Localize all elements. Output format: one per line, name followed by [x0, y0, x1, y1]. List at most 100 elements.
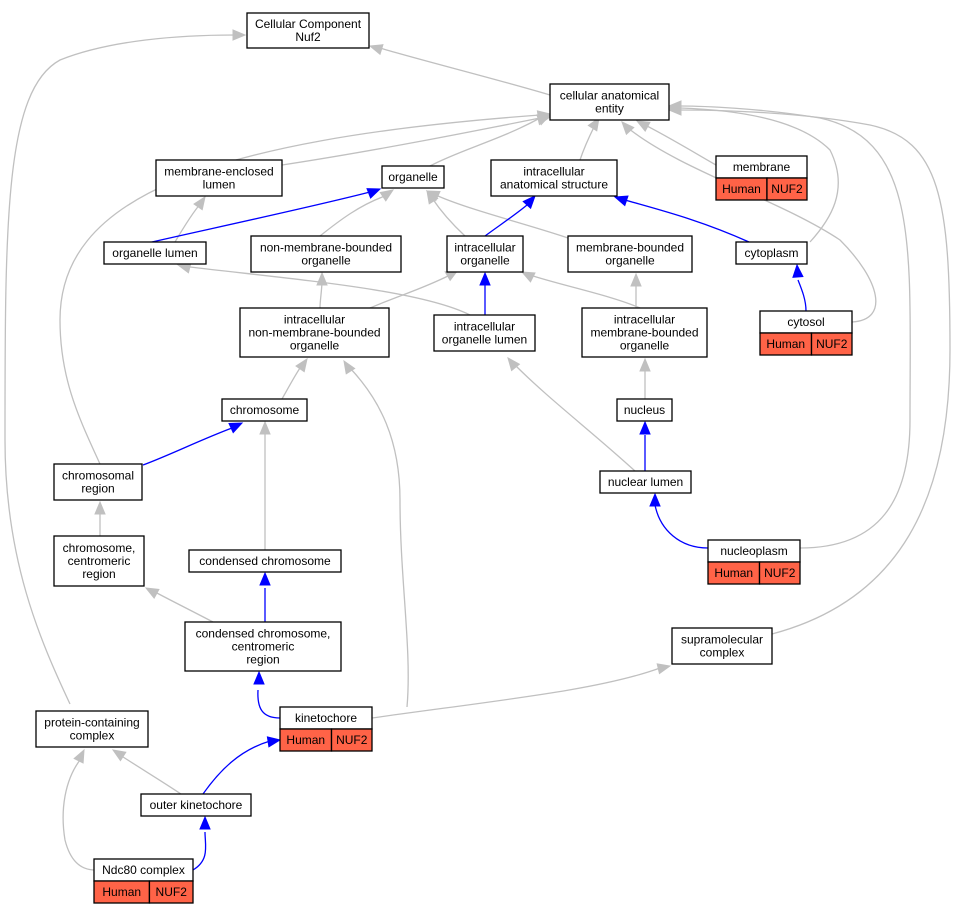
is-a-edge: [259, 420, 271, 551]
annotation-gene-cell: [766, 177, 808, 201]
part-of-edge: [192, 815, 211, 871]
node-label: intracellular: [284, 313, 345, 327]
node-label: membrane: [733, 160, 791, 174]
part-of-edge: [253, 670, 281, 719]
arrowhead: [792, 263, 804, 278]
arrowhead: [587, 116, 600, 132]
arrowhead: [522, 195, 536, 210]
is-a-edge: [59, 110, 552, 465]
arrowhead: [253, 670, 265, 685]
part-of-edge: [649, 492, 709, 549]
part-of-edge: [484, 195, 536, 237]
arrowhead: [613, 195, 629, 207]
arrowhead: [536, 110, 552, 122]
node-label: supramolecular: [681, 633, 763, 647]
is-a-edge: [144, 587, 214, 623]
arrowhead: [266, 736, 282, 748]
node-label: Ndc80 complex: [102, 863, 185, 877]
arrowhead: [232, 29, 247, 41]
node-box: [616, 398, 673, 422]
node-label: intracellular: [454, 241, 515, 255]
node-label: organelle: [620, 339, 670, 353]
is-a-edge: [174, 195, 206, 243]
node-label: intracellular: [614, 313, 675, 327]
arrowhead: [295, 357, 308, 373]
is-a-edge: [369, 269, 460, 309]
node-label: organelle: [460, 254, 510, 268]
annotation-gene: NUF2: [764, 566, 796, 580]
node-label: nuclear lumen: [608, 475, 683, 489]
arrowhead: [73, 748, 85, 764]
edges: [4, 29, 951, 871]
is-a-edge: [425, 190, 569, 239]
node-chromosome[interactable]: chromosome: [221, 398, 308, 422]
annotation-gene: NUF2: [816, 337, 848, 351]
arrowhead: [111, 749, 127, 762]
arrowhead: [667, 104, 682, 116]
arrowhead: [199, 815, 211, 830]
node-box: [490, 159, 618, 197]
is-a-edge: [507, 356, 636, 472]
is-a-edge: [630, 272, 642, 308]
node-box: [53, 463, 143, 501]
arrowhead: [259, 571, 271, 586]
arrowhead: [507, 356, 521, 372]
node-label: region: [246, 653, 279, 667]
node-label: region: [82, 567, 115, 581]
node-label: protein-containing: [44, 716, 139, 730]
arrowhead: [621, 121, 635, 136]
node-outer[interactable]: outer kinetochore: [140, 793, 252, 817]
part-of-edge: [259, 571, 271, 623]
node-inmbo[interactable]: intracellularnon-membrane-boundedorganel…: [239, 307, 390, 358]
node-label: complex: [70, 729, 115, 743]
node-organelle[interactable]: organelle: [381, 165, 445, 189]
annotation-species: Human: [722, 182, 761, 196]
arrowhead: [193, 195, 206, 211]
node-nuclum[interactable]: nuclear lumen: [599, 470, 692, 494]
part-of-edge: [613, 195, 750, 243]
arrowhead: [639, 420, 651, 435]
annotation-gene: NUF2: [771, 182, 803, 196]
node-box: [433, 314, 536, 352]
node-nucleus[interactable]: nucleus: [616, 398, 673, 422]
node-label: condensed chromosome,: [196, 627, 331, 641]
node-box: [221, 398, 308, 422]
node-box: [446, 235, 524, 273]
node-label: kinetochore: [295, 711, 357, 725]
node-label: centromeric: [232, 640, 295, 654]
node-box: [188, 549, 342, 573]
is-a-edge: [4, 29, 247, 705]
node-condchr[interactable]: condensed chromosome: [188, 549, 342, 573]
node-box: [103, 241, 207, 265]
node-cytoplasm[interactable]: cytoplasm: [735, 241, 808, 265]
arrowhead: [366, 188, 382, 199]
node-ol[interactable]: organelle lumen: [103, 241, 207, 265]
is-a-edge: [368, 44, 551, 96]
node-label: organelle: [301, 254, 351, 268]
node-label: entity: [595, 102, 624, 116]
annotation-gene-cell: [758, 561, 801, 585]
is-a-edge: [621, 121, 877, 323]
part-of-edge: [639, 420, 651, 471]
arrowhead: [343, 359, 356, 375]
